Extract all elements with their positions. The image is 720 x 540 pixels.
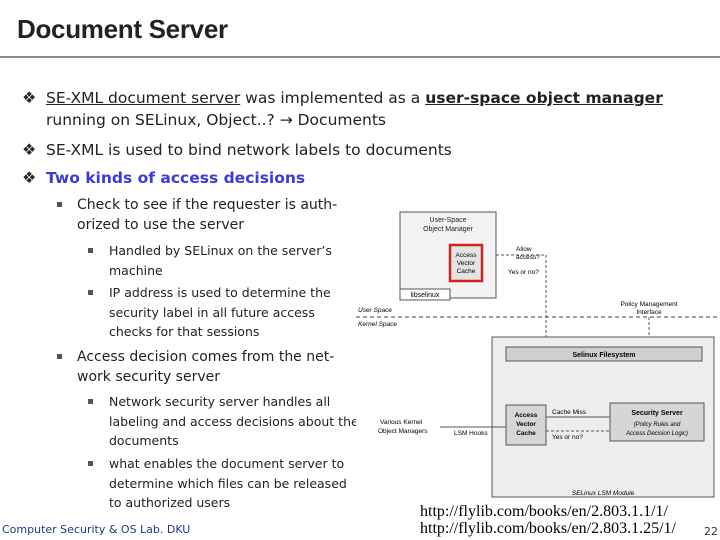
selinux-architecture-diagram: User-Space Object Manager Access Vector …: [356, 205, 718, 505]
avc-highlight-box: [448, 243, 484, 283]
diamond-bullet-icon: ❖: [22, 168, 37, 187]
diamond-bullet-icon: ❖: [22, 88, 37, 107]
yes-no-label-2: Yes or no?: [552, 434, 583, 441]
square-bullet-icon: [57, 202, 62, 207]
square-bullet-icon: [88, 399, 93, 404]
page-number: 22: [704, 525, 718, 538]
sub-bullet-2-text: Access decision comes from the net-work …: [77, 349, 335, 385]
sub-sub-bullet-2-text: IP address is used to determine the secu…: [109, 285, 331, 339]
user-space-label: User Space: [358, 307, 392, 314]
square-bullet-icon: [88, 461, 93, 466]
kernel-avc-label-2: Vector: [516, 421, 536, 428]
yes-no-label: Yes or no?: [508, 269, 539, 276]
libselinux-box: [399, 288, 451, 301]
kernel-avc-box: [505, 404, 547, 446]
security-server-label: Security Server: [631, 410, 683, 417]
source-url-2[interactable]: http://flylib.com/books/en/2.803.1.25/1/: [420, 520, 676, 537]
bullet-3-text: Two kinds of access decisions: [46, 169, 306, 187]
kernel-space-label: Kernel Space: [358, 321, 397, 328]
selinux-filesystem-label: Selinux Filesystem: [572, 352, 635, 359]
sub-sub-bullet-4-text: what enables the document server to dete…: [109, 456, 347, 510]
sub-sub-bullet-3-text: Network security server handles all labe…: [109, 394, 359, 448]
square-bullet-icon: [88, 248, 93, 253]
title-divider: [0, 56, 720, 58]
various-kernel-label-1: Various Kernel: [380, 419, 423, 426]
kernel-avc-label-3: Cache: [516, 430, 536, 437]
lsm-hooks-label: LSM Hooks: [454, 430, 488, 437]
cache-miss-label: Cache Miss: [552, 409, 587, 416]
allow-label-2: access?: [516, 254, 540, 261]
avc-label-3: Cache: [457, 268, 476, 275]
lsm-module-label: SELinux LSM Module: [572, 490, 635, 497]
user-space-om-label-1: User-Space: [430, 217, 467, 224]
sub-sub-bullet-1-text: Handled by SELinux on the server’s machi…: [109, 243, 332, 278]
policy-rules-label-1: (Policy Rules and: [634, 422, 681, 428]
avc-label-2: Vector: [457, 260, 476, 267]
selinux-filesystem-box: [505, 346, 703, 362]
footer-text: Computer Security & OS Lab. DKU: [2, 523, 191, 536]
policy-interface-label-2: Interface: [636, 309, 662, 316]
bullet-1-part-1: SE-XML document server: [46, 89, 241, 107]
diamond-bullet-icon: ❖: [22, 140, 37, 159]
bullet-2-text: SE-XML is used to bind network labels to…: [46, 141, 452, 159]
bullet-1-part-2: was implemented as a: [240, 89, 426, 107]
source-url-1[interactable]: http://flylib.com/books/en/2.803.1.1/1/: [420, 503, 668, 520]
allow-label-1: Allow: [516, 246, 532, 253]
sub-bullet-1-text: Check to see if the requester is auth-or…: [77, 197, 338, 233]
policy-interface-label-1: Policy Management: [620, 301, 677, 308]
avc-label-1: Access: [456, 252, 478, 259]
square-bullet-icon: [57, 354, 62, 359]
bullet-1-part-4: running on SELinux, Object..? → Document…: [46, 111, 387, 129]
security-server-box: [609, 402, 705, 442]
kernel-avc-label-1: Access: [515, 412, 538, 419]
user-space-om-label-2: Object Manager: [423, 226, 473, 233]
slide-title: Document Server: [17, 14, 228, 44]
square-bullet-icon: [88, 290, 93, 295]
bullet-1-part-3: user-space object manager: [425, 89, 663, 107]
policy-rules-label-2: Access Decision Logic): [625, 431, 688, 437]
libselinux-label: libselinux: [411, 292, 440, 299]
various-kernel-label-2: Object Managers: [378, 428, 428, 435]
